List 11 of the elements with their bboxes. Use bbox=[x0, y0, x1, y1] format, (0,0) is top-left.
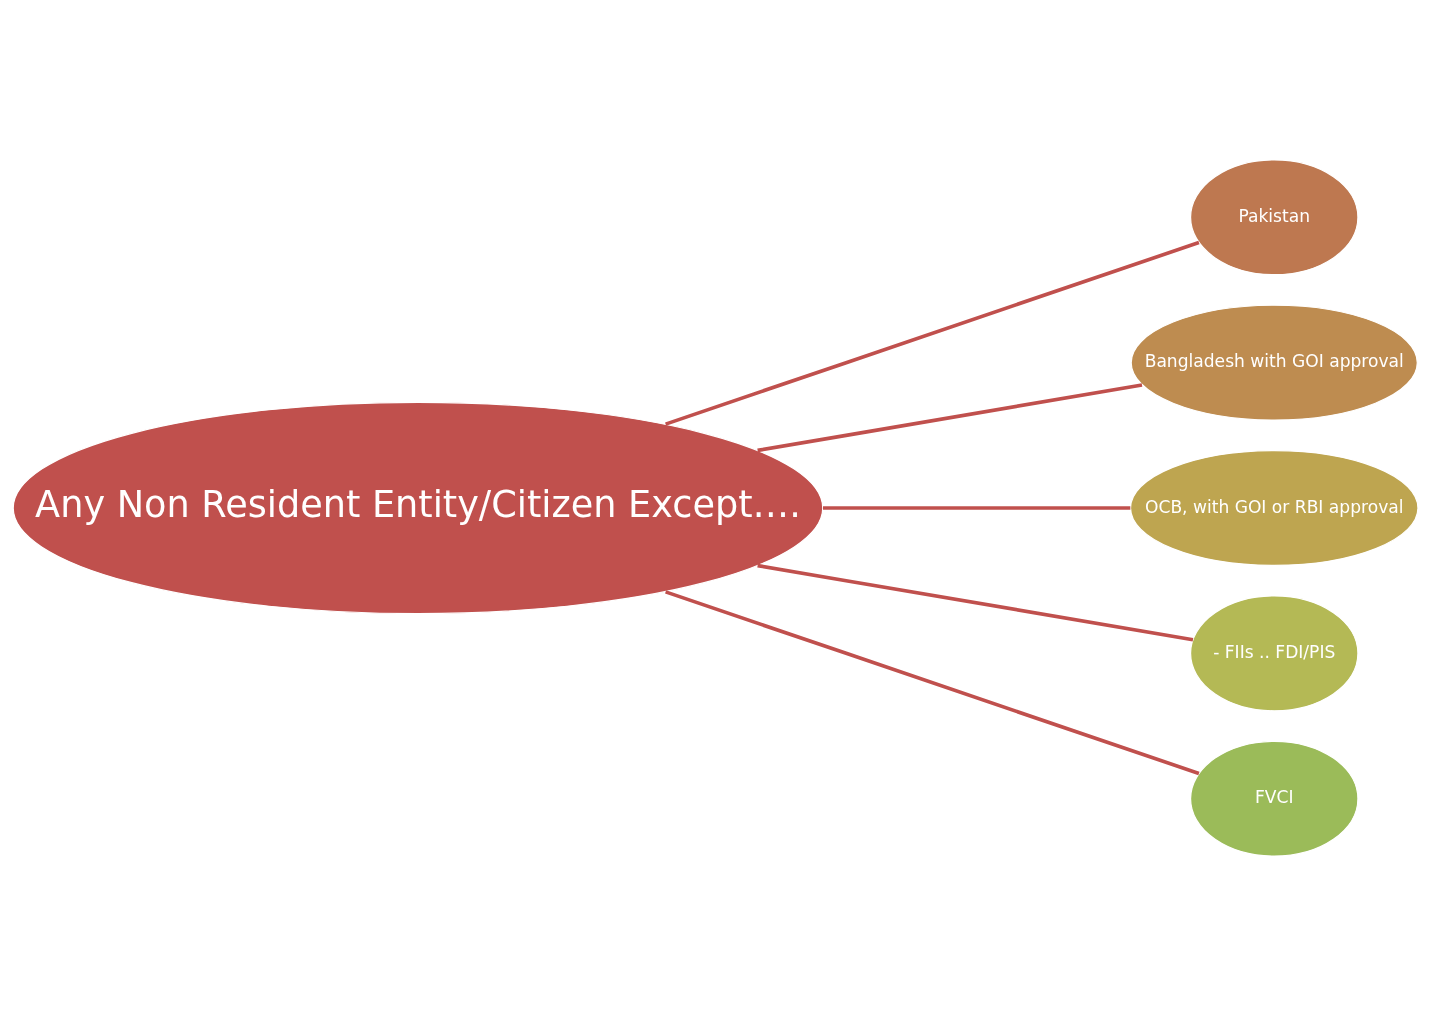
connector bbox=[823, 505, 1131, 510]
connector bbox=[665, 589, 1200, 775]
connector bbox=[757, 563, 1194, 642]
node-ellipse: FVCI bbox=[1189, 740, 1359, 857]
connector bbox=[665, 240, 1200, 426]
node-ellipse: Pakistan bbox=[1189, 158, 1359, 275]
node-ellipse: - FIIs .. FDI/PIS bbox=[1189, 594, 1359, 711]
node-ellipse: Bangladesh with GOI approval bbox=[1130, 304, 1418, 421]
node-ellipse: OCB, with GOI or RBI approval bbox=[1129, 449, 1419, 566]
connector bbox=[757, 382, 1143, 452]
node-ellipse: Any Non Resident Entity/Citizen Except…. bbox=[12, 401, 824, 614]
